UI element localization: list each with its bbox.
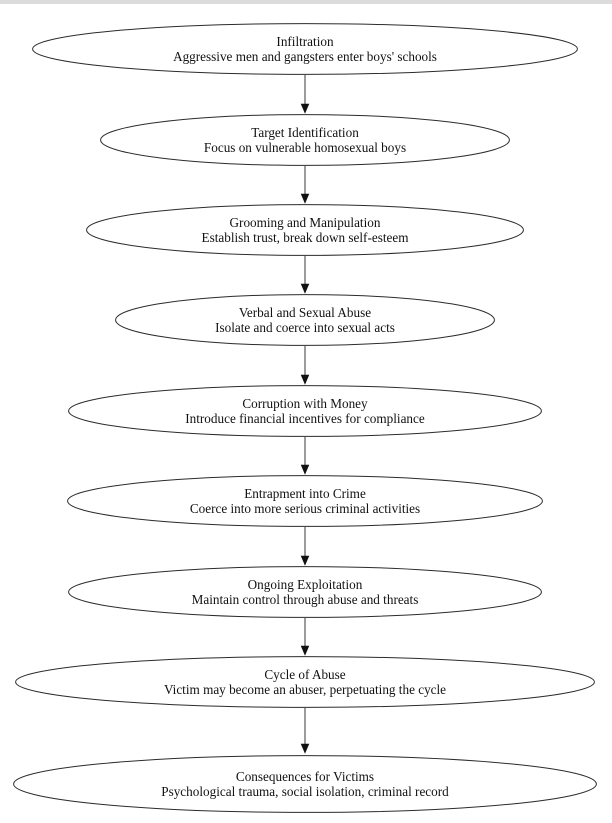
node-description: Coerce into more serious criminal activi… [189,501,421,516]
node-description: Introduce financial incentives for compl… [185,411,425,426]
node-ellipse-shape [100,114,510,166]
top-window-strip [0,0,612,4]
flow-arrow [297,256,313,294]
arrowhead-icon [300,743,310,754]
node-description: Victim may become an abuser, perpetuatin… [163,682,447,697]
node-title: Corruption with Money [242,395,368,411]
node-ellipse-shape [115,294,495,346]
node-description: Aggressive men and gangsters enter boys'… [173,49,437,64]
flow-arrow [297,708,313,754]
node-title: Cycle of Abuse [264,666,346,682]
flow-arrow [297,618,313,656]
node-title: Ongoing Exploitation [247,576,363,592]
arrowhead-icon [300,193,310,204]
node-ellipse-shape [86,204,524,256]
node-description: Maintain control through abuse and threa… [191,592,419,607]
node-title: Verbal and Sexual Abuse [238,304,372,320]
node-ellipse-shape [32,23,578,75]
node-description: Establish trust, break down self-esteem [201,230,409,245]
arrowhead-icon [300,464,310,475]
node-ellipse-shape [68,385,542,437]
flow-arrow [297,75,313,114]
arrowhead-icon [300,283,310,294]
flow-arrow [297,166,313,204]
node-ellipse-shape [13,755,597,813]
node-description: Focus on vulnerable homosexual boys [203,140,407,155]
node-title: Infiltration [276,33,334,49]
flow-arrow [297,527,313,566]
arrowhead-icon [300,645,310,656]
node-ellipse-shape [67,475,543,527]
node-description: Psychological trauma, social isolation, … [161,784,449,799]
node-ellipse-shape [68,566,542,618]
node-ellipse-shape [15,656,595,708]
arrowhead-icon [300,555,310,566]
node-title: Consequences for Victims [235,768,375,784]
arrowhead-icon [300,374,310,385]
node-title: Entrapment into Crime [244,485,366,501]
arrowhead-icon [300,103,310,114]
flow-arrow [297,437,313,475]
node-title: Grooming and Manipulation [229,214,381,230]
node-title: Target Identification [251,124,359,140]
node-description: Isolate and coerce into sexual acts [215,320,395,335]
flow-arrow [297,346,313,385]
